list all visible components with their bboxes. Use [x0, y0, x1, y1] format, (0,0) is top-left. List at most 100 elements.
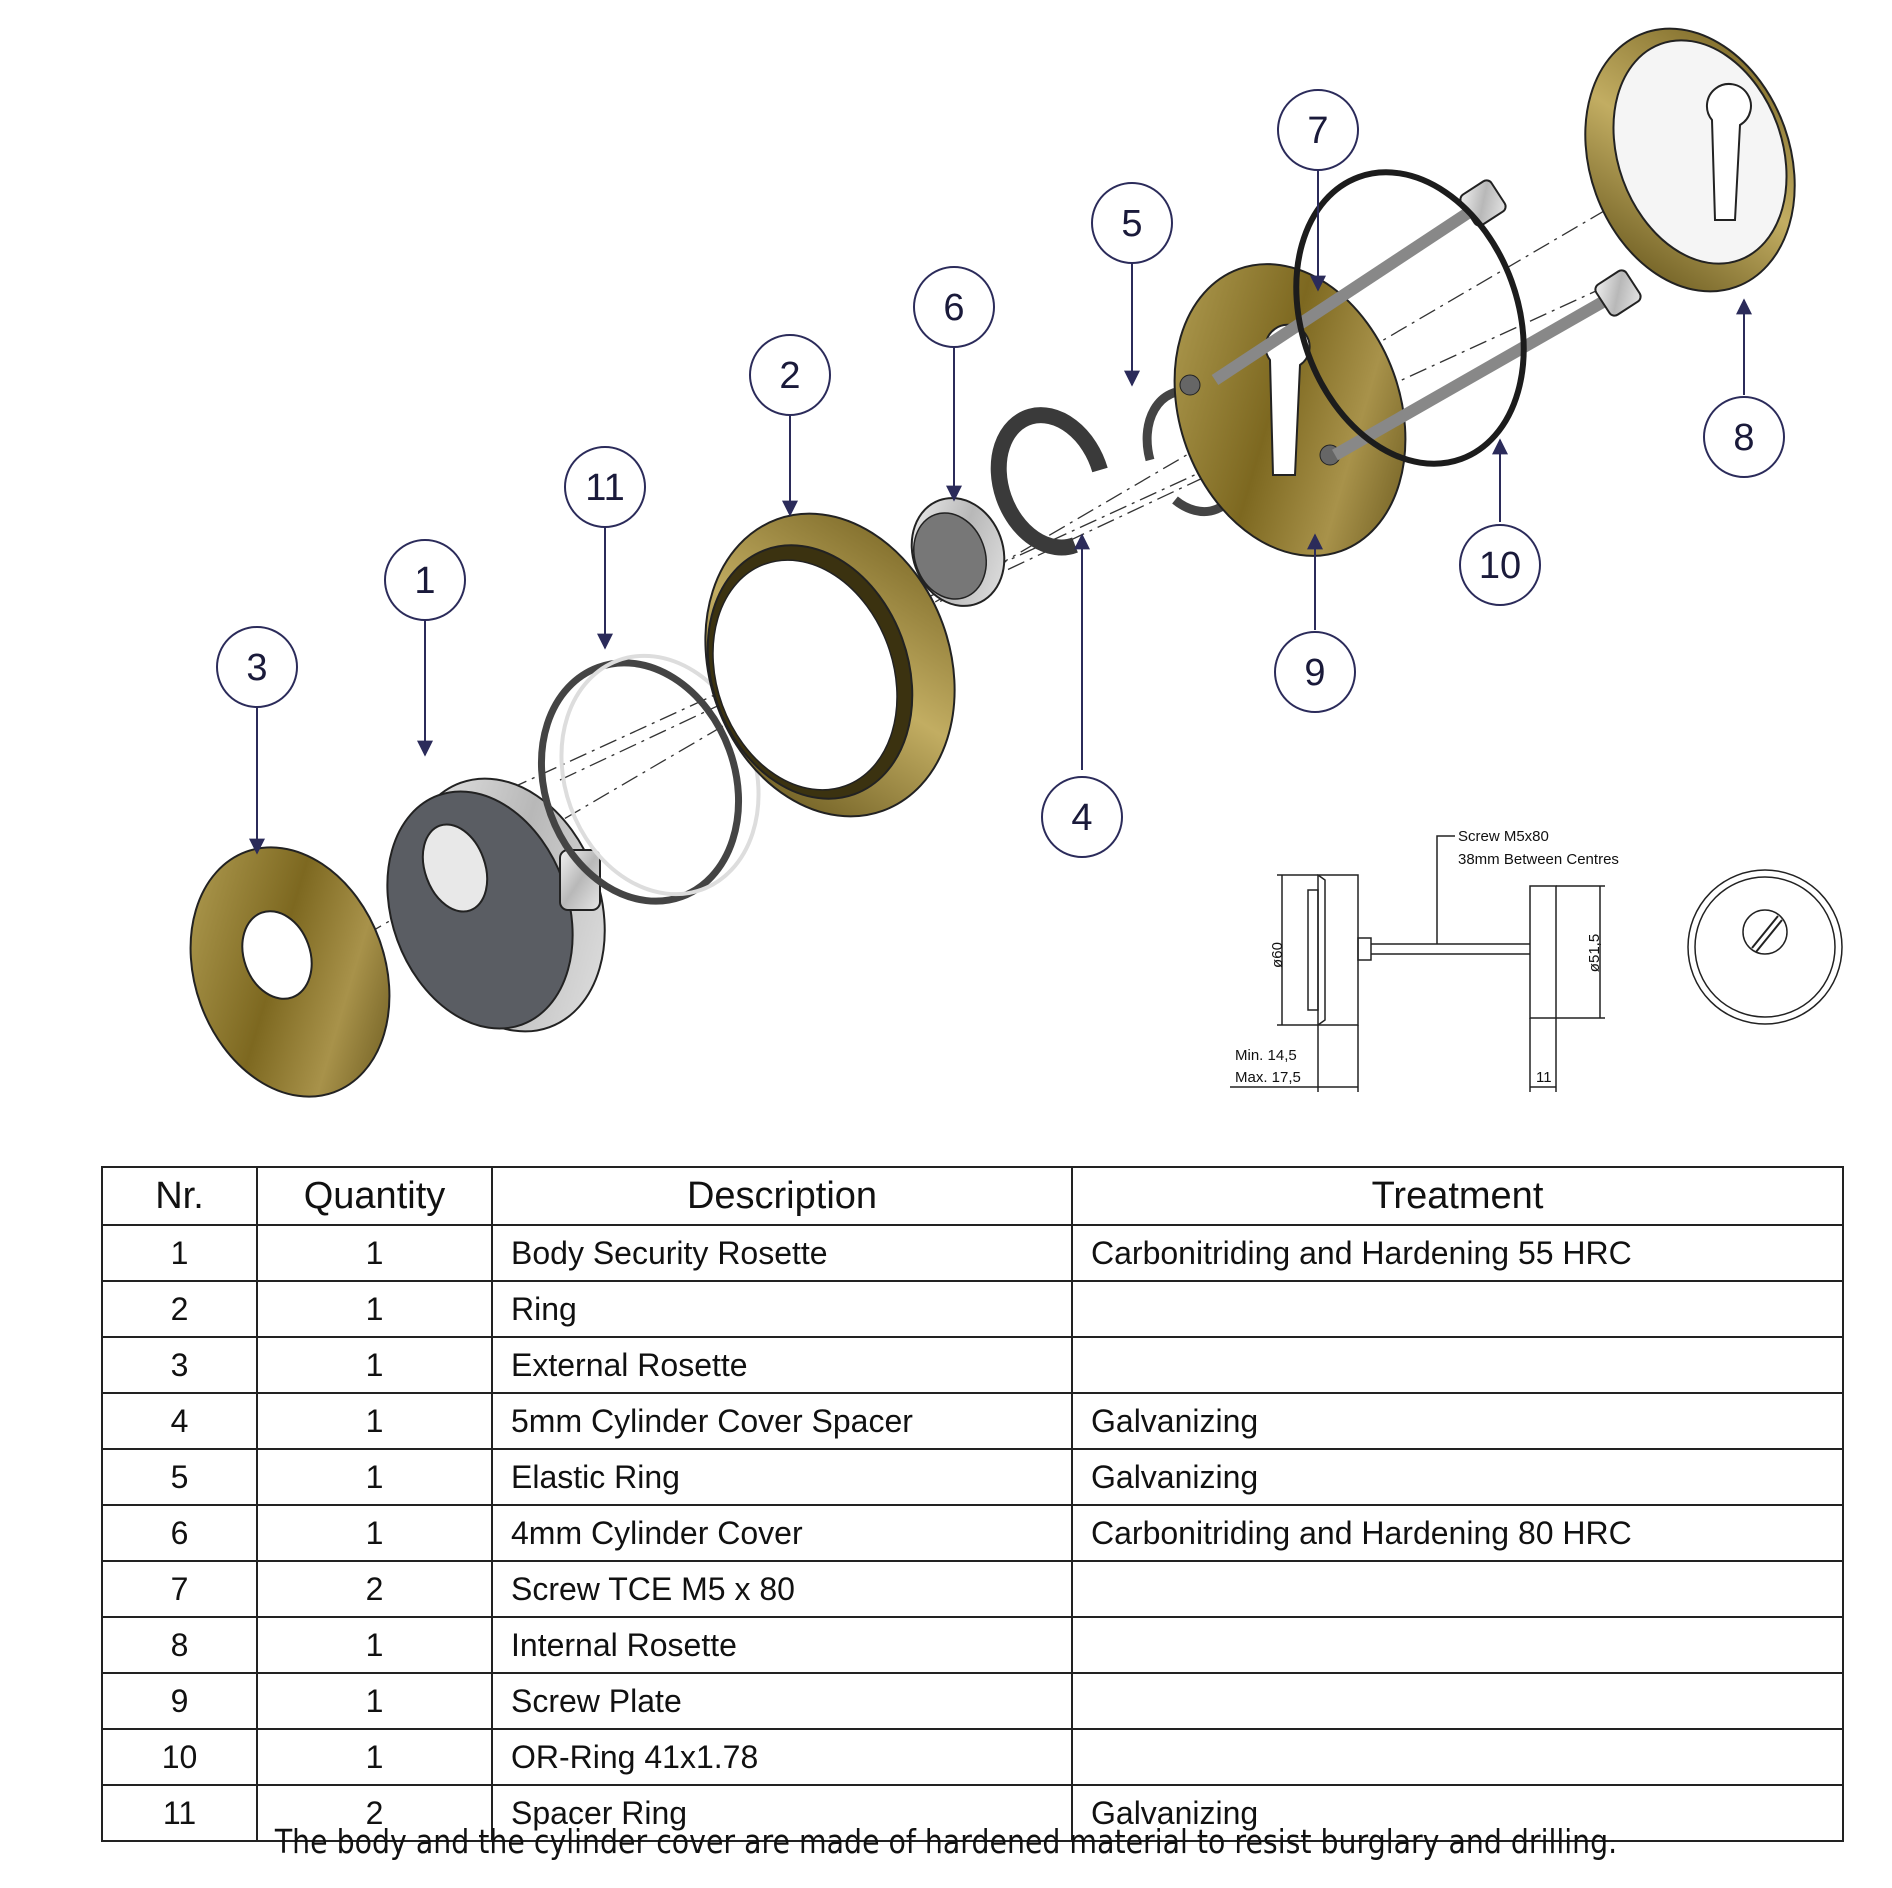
- table-row: 7 2 Screw TCE M5 x 80: [101, 1560, 1844, 1618]
- table-row: 2 1 Ring: [101, 1280, 1844, 1338]
- svg-text:11: 11: [1536, 1069, 1552, 1086]
- cell-treatment: Carbonitriding and Hardening 55 HRC: [1071, 1224, 1844, 1282]
- exploded-assembly-diagram: 1 2 3 4 5 6 7 8 9 10 11: [189, 27, 1843, 1098]
- cell-nr: 11: [101, 1784, 258, 1842]
- part-9-screw-plate: [1173, 263, 1407, 557]
- cell-treatment: Galvanizing: [1071, 1784, 1844, 1842]
- svg-text:Min. 14,5: Min. 14,5: [1235, 1047, 1297, 1064]
- part-8-internal-rosette: [1584, 27, 1796, 293]
- part-1-body-security-rosette: [386, 777, 606, 1033]
- svg-text:ø60: ø60: [1269, 942, 1286, 968]
- cell-description: Screw TCE M5 x 80: [491, 1560, 1073, 1618]
- dimension-drawing: [1230, 835, 1605, 1092]
- dimension-labels: Screw M5x80 38mm Between Centres ø60 ø51…: [1235, 828, 1619, 1086]
- cell-treatment: [1071, 1616, 1844, 1674]
- cell-nr: 10: [101, 1728, 258, 1786]
- svg-text:7: 7: [1307, 110, 1328, 152]
- table-header-row: Nr. Quantity Description Treatment: [101, 1166, 1844, 1226]
- table-row: 6 1 4mm Cylinder Cover Carbonitriding an…: [101, 1504, 1844, 1562]
- svg-text:3: 3: [246, 647, 267, 689]
- callout-9: 9: [1274, 631, 1356, 713]
- part-3-external-rosette: [189, 846, 391, 1098]
- callout-2: 2: [749, 334, 831, 416]
- svg-text:Max. 17,5: Max. 17,5: [1235, 1069, 1301, 1086]
- cell-nr: 3: [101, 1336, 258, 1394]
- table-row: 1 1 Body Security Rosette Carbonitriding…: [101, 1224, 1844, 1282]
- cell-nr: 5: [101, 1448, 258, 1506]
- cell-treatment: Galvanizing: [1071, 1448, 1844, 1506]
- cell-quantity: 1: [256, 1504, 493, 1562]
- svg-text:2: 2: [779, 355, 800, 397]
- table-row: 10 1 OR-Ring 41x1.78: [101, 1728, 1844, 1786]
- cell-nr: 9: [101, 1672, 258, 1730]
- callout-4: 4: [1041, 776, 1123, 858]
- cell-quantity: 2: [256, 1784, 493, 1842]
- front-view-rosette: [1687, 869, 1843, 1025]
- cell-quantity: 1: [256, 1672, 493, 1730]
- svg-text:1: 1: [414, 560, 435, 602]
- part-6-cylinder-cover: [910, 497, 1006, 607]
- table-row: 11 2 Spacer Ring Galvanizing: [101, 1784, 1844, 1842]
- svg-text:11: 11: [585, 467, 624, 509]
- footnote: The body and the cylinder cover are made…: [274, 1822, 1618, 1861]
- cell-description: Body Security Rosette: [491, 1224, 1073, 1282]
- cell-quantity: 1: [256, 1448, 493, 1506]
- cell-treatment: Carbonitriding and Hardening 80 HRC: [1071, 1504, 1844, 1562]
- cell-treatment: [1071, 1672, 1844, 1730]
- cell-description: OR-Ring 41x1.78: [491, 1728, 1073, 1786]
- cell-quantity: 1: [256, 1728, 493, 1786]
- cell-nr: 6: [101, 1504, 258, 1562]
- callout-7: 7: [1277, 89, 1359, 171]
- header-nr: Nr.: [101, 1166, 258, 1226]
- svg-text:4: 4: [1071, 797, 1092, 839]
- cell-treatment: [1071, 1336, 1844, 1394]
- cell-description: External Rosette: [491, 1336, 1073, 1394]
- cell-quantity: 1: [256, 1392, 493, 1450]
- cell-quantity: 2: [256, 1560, 493, 1618]
- table-row: 5 1 Elastic Ring Galvanizing: [101, 1448, 1844, 1506]
- cell-quantity: 1: [256, 1224, 493, 1282]
- cell-treatment: [1071, 1280, 1844, 1338]
- cell-description: Screw Plate: [491, 1672, 1073, 1730]
- svg-text:5: 5: [1121, 203, 1142, 245]
- cell-description: Spacer Ring: [491, 1784, 1073, 1842]
- cell-treatment: [1071, 1560, 1844, 1618]
- svg-text:38mm Between Centres: 38mm Between Centres: [1458, 851, 1619, 868]
- cell-treatment: [1071, 1728, 1844, 1786]
- cell-quantity: 1: [256, 1336, 493, 1394]
- cell-nr: 7: [101, 1560, 258, 1618]
- cell-description: Internal Rosette: [491, 1616, 1073, 1674]
- callout-1: 1: [384, 539, 466, 621]
- callout-5: 5: [1091, 182, 1173, 264]
- part-4-cover-spacer: [990, 407, 1108, 556]
- cell-description: Ring: [491, 1280, 1073, 1338]
- callout-11: 11: [564, 446, 646, 528]
- part-10-o-ring: [1293, 169, 1527, 467]
- svg-text:10: 10: [1479, 545, 1521, 587]
- cell-nr: 2: [101, 1280, 258, 1338]
- cell-description: 5mm Cylinder Cover Spacer: [491, 1392, 1073, 1450]
- callout-8: 8: [1703, 396, 1785, 478]
- header-quantity: Quantity: [256, 1166, 493, 1226]
- header-treatment: Treatment: [1071, 1166, 1844, 1226]
- svg-text:Screw M5x80: Screw M5x80: [1458, 828, 1549, 845]
- svg-text:ø51,5: ø51,5: [1586, 934, 1603, 972]
- cell-nr: 4: [101, 1392, 258, 1450]
- cell-quantity: 1: [256, 1616, 493, 1674]
- table-row: 9 1 Screw Plate: [101, 1672, 1844, 1730]
- table-row: 4 1 5mm Cylinder Cover Spacer Galvanizin…: [101, 1392, 1844, 1450]
- cell-nr: 8: [101, 1616, 258, 1674]
- svg-text:9: 9: [1304, 652, 1325, 694]
- callout-10: 10: [1459, 524, 1541, 606]
- table-row: 8 1 Internal Rosette: [101, 1616, 1844, 1674]
- cell-description: 4mm Cylinder Cover: [491, 1504, 1073, 1562]
- header-description: Description: [491, 1166, 1073, 1226]
- parts-table: Nr. Quantity Description Treatment 1 1 B…: [101, 1166, 1844, 1842]
- table-row: 3 1 External Rosette: [101, 1336, 1844, 1394]
- cell-description: Elastic Ring: [491, 1448, 1073, 1506]
- callout-6: 6: [913, 266, 995, 348]
- svg-text:8: 8: [1733, 417, 1754, 459]
- cell-quantity: 1: [256, 1280, 493, 1338]
- callout-3: 3: [216, 626, 298, 708]
- callout-leaders: [249, 170, 1752, 855]
